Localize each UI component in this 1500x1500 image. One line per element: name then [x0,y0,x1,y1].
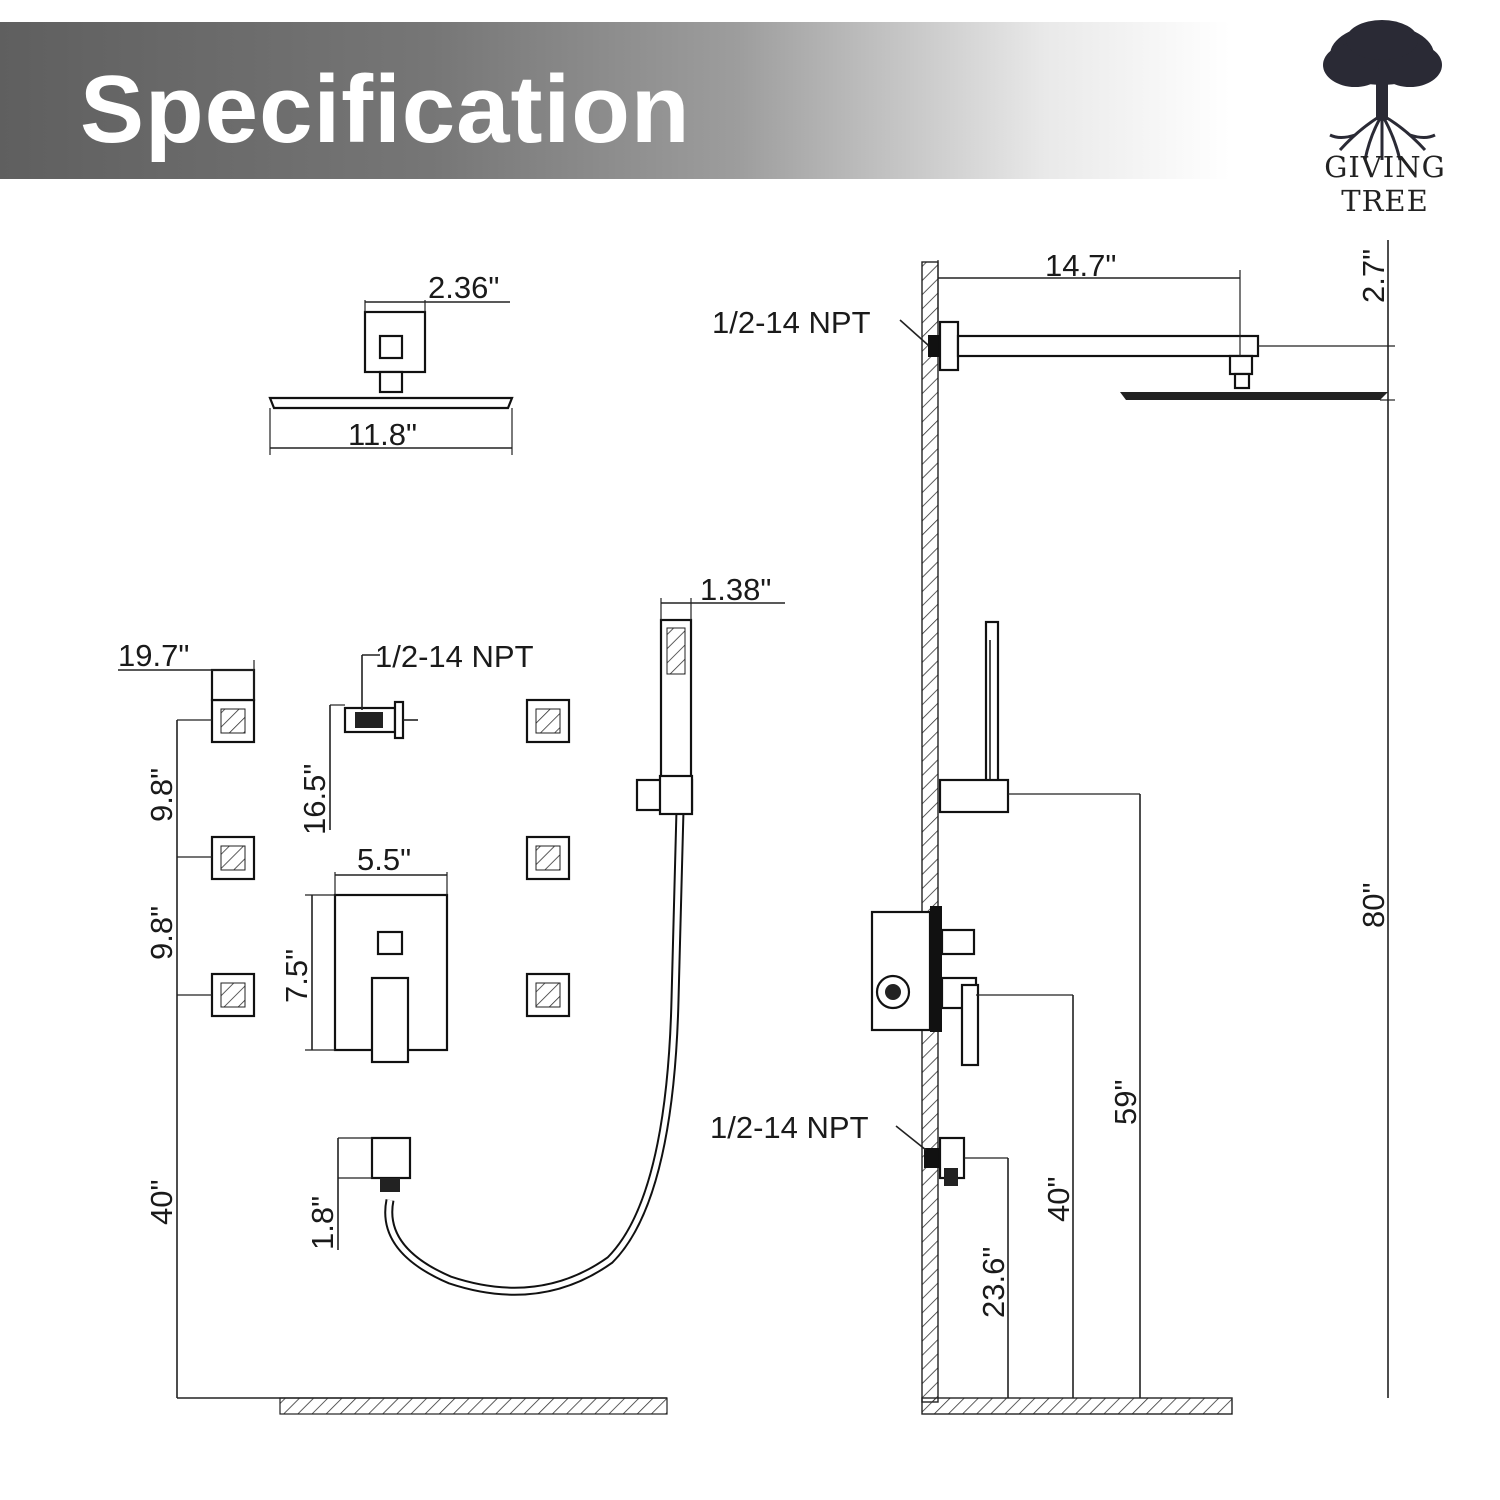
jet-npt-label: 1/2-14 NPT [375,639,534,674]
outlet-height-label: 1.8" [305,1196,340,1250]
jet-vertical-spacing-label-2: 9.8" [144,906,179,960]
top-npt-label: 1/2-14 NPT [712,305,871,340]
floor-right [921,1397,1233,1415]
body-jet [525,972,571,1018]
valve-width-label: 5.5" [357,842,411,877]
handheld-width-label: 1.38" [700,572,771,607]
arm-length-label: 14.7" [1045,248,1116,283]
body-jet-grid [210,698,571,1018]
outlet-height-from-floor-label: 23.6" [976,1247,1011,1318]
head-height-label: 80" [1356,883,1391,929]
body-jet [525,835,571,881]
tree-with-roots-icon [1323,20,1442,161]
title-banner: Specification [0,22,1230,179]
rain-shower-head-front [268,310,514,410]
valve-height-label: 7.5" [279,949,314,1003]
body-jet [210,835,256,881]
shower-arm-width-label: 2.36" [428,270,499,305]
mixing-valve-side [870,906,980,1067]
valve-height-from-floor-label: 59" [1108,1080,1143,1126]
shower-arm-side [928,320,1388,400]
shower-head-width-label: 11.8" [348,417,417,452]
body-jet [210,972,256,1018]
valve-center-height-label: 40" [1041,1177,1076,1223]
arm-drop-label: 2.7" [1356,249,1391,303]
hose-outlet-side [924,1136,966,1186]
valve-trim-plate [333,893,449,1064]
hand-shower [635,618,694,816]
jet-height-label: 40" [144,1180,179,1226]
brand-name: GIVING TREE [1324,150,1446,218]
body-jet [525,698,571,744]
hand-shower-holder-side [938,620,1010,814]
hose-outlet-elbow [370,1136,412,1192]
jet-depth-label: 16.5" [297,764,332,835]
jet-vertical-spacing-label-1: 9.8" [144,768,179,822]
bottom-npt-label: 1/2-14 NPT [710,1110,869,1145]
page-title: Specification [80,56,691,163]
wall-section [921,261,939,1403]
body-jet [210,698,256,744]
body-jet-side-profile [343,700,418,740]
jet-horizontal-spacing-label: 19.7" [118,638,189,673]
floor-left [279,1397,668,1415]
